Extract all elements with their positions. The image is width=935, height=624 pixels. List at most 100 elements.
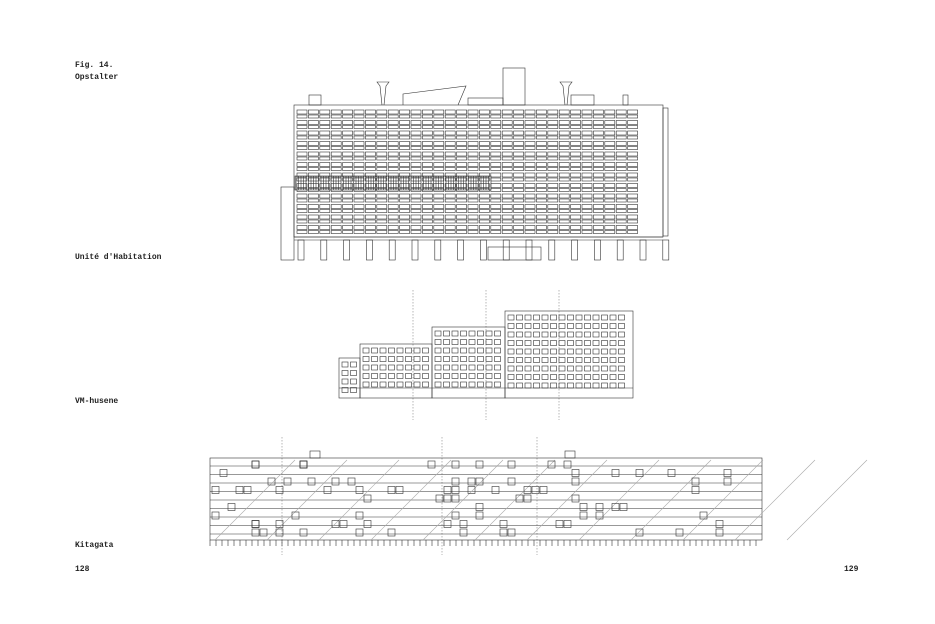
window: [547, 460, 556, 469]
window: [422, 225, 433, 230]
window: [524, 193, 536, 199]
piloti: [525, 239, 533, 261]
window: [433, 125, 445, 129]
window: [581, 141, 593, 146]
window: [581, 162, 593, 167]
window: [615, 109, 627, 115]
window: [456, 198, 467, 203]
window: [422, 120, 433, 125]
window: [353, 162, 365, 167]
window: [443, 494, 452, 503]
window: [479, 230, 490, 234]
window: [490, 146, 502, 150]
window: [558, 204, 570, 209]
window: [477, 381, 484, 388]
window: [601, 382, 608, 389]
window: [490, 156, 502, 161]
window: [388, 381, 395, 388]
window: [342, 125, 353, 129]
window: [451, 347, 459, 354]
window: [399, 146, 410, 150]
window: [422, 347, 429, 354]
window: [399, 109, 410, 115]
ramp: [526, 459, 608, 541]
window: [490, 214, 502, 220]
window: [387, 135, 399, 140]
window: [342, 172, 353, 178]
window: [575, 357, 583, 363]
window: [723, 469, 732, 477]
window: [467, 477, 476, 486]
window: [479, 177, 490, 182]
window: [376, 156, 388, 161]
window: [299, 528, 308, 537]
window: [396, 347, 404, 354]
window: [475, 460, 484, 469]
window: [615, 146, 627, 150]
window: [433, 141, 445, 146]
window: [615, 120, 627, 125]
window: [422, 156, 433, 161]
window: [516, 331, 523, 338]
window: [570, 172, 581, 178]
window: [433, 214, 445, 220]
window: [413, 373, 421, 379]
window: [513, 204, 524, 209]
window: [296, 114, 308, 119]
window: [342, 146, 353, 150]
window: [296, 130, 308, 136]
window: [296, 172, 308, 178]
window: [479, 162, 490, 167]
window: [490, 183, 502, 188]
window: [410, 146, 422, 150]
window: [615, 141, 627, 146]
window: [513, 120, 524, 125]
window: [609, 374, 617, 380]
window: [467, 225, 479, 230]
window: [467, 230, 479, 234]
window: [399, 177, 410, 182]
window: [330, 109, 342, 115]
window: [533, 365, 540, 372]
window: [355, 528, 364, 537]
window: [330, 167, 342, 171]
window: [536, 141, 547, 146]
window: [387, 230, 399, 234]
window: [581, 114, 593, 119]
window: [541, 314, 549, 321]
piloti: [502, 239, 510, 261]
window: [296, 209, 308, 213]
window: [570, 183, 581, 188]
window: [558, 230, 570, 234]
window: [467, 130, 479, 136]
window: [601, 365, 608, 372]
window: [593, 193, 604, 199]
window: [601, 314, 608, 321]
window: [593, 219, 604, 224]
window: [422, 167, 433, 171]
window: [699, 511, 708, 520]
window: [524, 177, 536, 182]
window: [365, 209, 376, 213]
window: [490, 135, 502, 140]
window: [319, 214, 331, 220]
window: [467, 156, 479, 161]
window: [296, 214, 308, 220]
window: [581, 120, 593, 125]
window: [715, 528, 724, 537]
window: [615, 219, 627, 224]
window: [410, 114, 422, 119]
window: [485, 381, 493, 388]
window: [330, 162, 342, 167]
window: [593, 204, 604, 209]
window: [379, 381, 387, 388]
kitagata-elevation: [209, 437, 868, 555]
window: [467, 219, 479, 224]
window: [479, 120, 490, 125]
window: [515, 494, 524, 503]
window: [308, 141, 319, 146]
window: [427, 460, 436, 469]
window: [330, 146, 342, 150]
window: [575, 340, 583, 346]
window: [571, 477, 580, 486]
